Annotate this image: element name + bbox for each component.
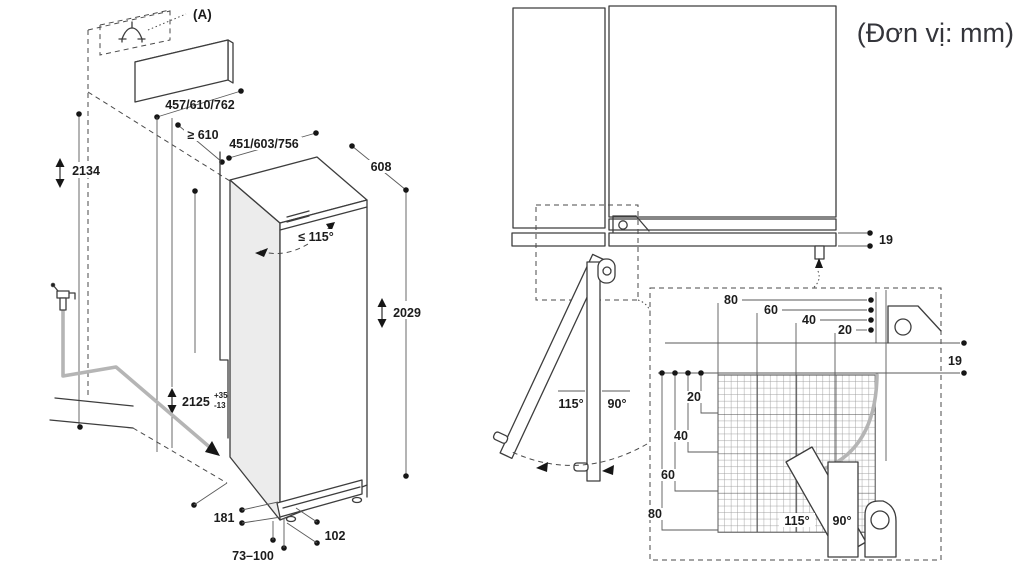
dim-base-recess: 102 — [286, 507, 346, 546]
side-offset-60: 60 — [661, 468, 675, 482]
dim-front-gap-label: 19 — [879, 233, 893, 247]
appliance-foot — [351, 496, 363, 504]
dim-base-recess-label: 102 — [325, 529, 346, 543]
double-arrow-icon — [55, 158, 65, 188]
niche-columns — [156, 117, 229, 452]
dim-door-angle: ≤ 115° — [255, 222, 340, 257]
detail-door-views: 115° 90° — [779, 446, 897, 558]
plinth-strip — [511, 232, 606, 247]
dim-appliance-height-label: 2029 — [393, 306, 421, 320]
dim-base-depth: 181 — [214, 501, 282, 526]
door-swing-arc — [259, 224, 333, 254]
marker-a-label: (A) — [193, 7, 212, 22]
dim-side-offsets: 20 40 60 80 — [646, 370, 718, 531]
detail-leader — [811, 270, 820, 290]
dim-wall-height: 2134 — [55, 111, 103, 430]
dim-depth-label: 608 — [371, 160, 392, 174]
detail-hinge-circle — [870, 510, 890, 530]
side-offset-80: 80 — [648, 507, 662, 521]
isometric-installation-view: (A) 457/610/762 ≥ 610 451/603/756 — [49, 7, 424, 563]
dim-top-width: 457/610/762 — [154, 88, 244, 120]
appliance-side-face — [229, 179, 281, 521]
unit-note: (Đơn vị: mm) — [857, 18, 1014, 48]
appliance-door-panel — [608, 5, 837, 218]
door-pivot-circle — [602, 266, 612, 276]
door-swing-arc — [509, 443, 648, 466]
angle-straight-label: 90° — [608, 397, 627, 411]
detail-angle-straight-label: 90° — [833, 514, 852, 528]
door-bottom-edge — [608, 218, 837, 231]
air-vent-icon — [118, 21, 146, 43]
side-offset-40: 40 — [674, 429, 688, 443]
dim-appliance-height: 2029 — [377, 187, 424, 479]
marker-leader-dotted — [147, 13, 187, 31]
top-offset-20: 20 — [838, 323, 852, 337]
top-offset-80: 80 — [724, 293, 738, 307]
wall-plane-dashed — [87, 9, 231, 398]
dim-base-height-label: 73–100 — [232, 549, 274, 563]
leveling-foot — [814, 245, 825, 260]
dim-detail-gap-label: 19 — [948, 354, 962, 368]
dim-door-angle-label: ≤ 115° — [298, 230, 334, 244]
floor-lines — [49, 397, 228, 484]
hinge-icon — [612, 215, 650, 233]
dim-niche-height-tol-plus: +35 — [214, 391, 228, 400]
dim-detail-gap: 19 — [948, 340, 967, 376]
open-door-views: 115° 90° — [492, 253, 648, 482]
dim-min-depth: ≥ 610 — [175, 122, 225, 165]
dim-top-width-label: 457/610/762 — [165, 98, 235, 112]
hinge-detail-view: 80 60 40 20 20 40 60 80 19 — [637, 287, 967, 561]
door-90-position — [573, 261, 601, 482]
top-offset-60: 60 — [764, 303, 778, 317]
dim-niche-height-label: 2125 — [182, 395, 210, 409]
detail-boundary — [649, 287, 942, 561]
dim-depth: 608 — [349, 143, 407, 191]
hinge-bracket-icon — [887, 305, 942, 344]
angle-open-label: 115° — [558, 397, 583, 411]
appliance-door-face — [279, 199, 368, 521]
door-handle — [286, 210, 310, 218]
dim-base-height: 73–100 — [232, 518, 287, 563]
door-pivot — [597, 258, 616, 284]
dim-top-offsets: 80 60 40 20 — [717, 293, 874, 532]
appliance-foot — [285, 515, 297, 523]
dim-niche-width-label: 451/603/756 — [229, 137, 299, 151]
front-and-detail-view: (Đơn vị: mm) — [492, 5, 1014, 561]
door-115-position — [492, 253, 606, 460]
plinth-strip — [608, 232, 837, 247]
appliance-body — [229, 156, 368, 523]
dim-front-gap: 19 — [838, 230, 893, 249]
dim-base-depth-label: 181 — [214, 511, 235, 525]
dim-min-depth-label: ≥ 610 — [187, 128, 218, 142]
water-hose — [61, 308, 215, 452]
dim-wall-height-label: 2134 — [72, 164, 100, 178]
detail-angle-open-label: 115° — [784, 514, 809, 528]
water-supply — [50, 282, 220, 456]
adjacent-panel — [512, 7, 606, 229]
top-filler-panel — [134, 39, 234, 103]
foot-pointer-arrow — [815, 258, 823, 268]
water-tap-icon — [50, 282, 76, 311]
dim-niche-height-tol-minus: -13 — [214, 401, 226, 410]
double-arrow-icon — [167, 388, 177, 414]
double-arrow-icon — [377, 298, 387, 328]
dim-niche-width: 451/603/756 — [226, 130, 319, 161]
side-offset-20: 20 — [687, 390, 701, 404]
detail-door-90 — [827, 461, 859, 558]
front-view: 115° 90° 19 — [492, 5, 893, 482]
base-extension-line — [191, 482, 228, 508]
top-offset-40: 40 — [802, 313, 816, 327]
dim-niche-height: 2125 +35 -13 — [165, 387, 228, 414]
water-hose-arrow — [205, 441, 220, 456]
